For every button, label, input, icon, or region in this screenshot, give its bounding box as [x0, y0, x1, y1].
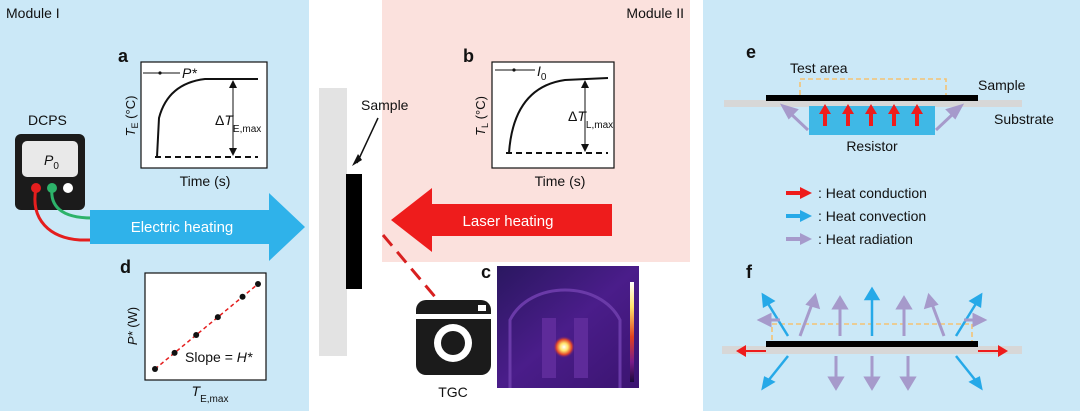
panel-e-letter: e [746, 42, 756, 62]
legend-conduction: : Heat conduction [786, 185, 927, 201]
radiation-arrows-f [756, 292, 988, 391]
panel-d-plot: Slope = H* P* (W) TE,max [125, 272, 267, 405]
panel-d-point [193, 332, 200, 338]
panel-a-arrowhead-bottom [229, 148, 237, 156]
module2-title: Module II [626, 5, 684, 21]
svg-text:: Heat conduction: : Heat conduction [818, 185, 927, 201]
panel-a-plot: P* ΔTE,max TE (°C) Time (s) [123, 61, 268, 189]
thermal-holder-2 [574, 318, 588, 378]
panel-d-point [255, 281, 261, 287]
panel-f-diagram [722, 286, 1022, 391]
panel-d-fit-line [154, 283, 259, 370]
sample-bar-f [766, 341, 978, 347]
dcps-display [22, 141, 78, 177]
panel-a-legend-text: P* [182, 65, 197, 81]
legend-convection: : Heat convection [786, 208, 926, 224]
panel-d-point [152, 366, 158, 372]
panel-d-slope-text: Slope = H* [185, 349, 253, 365]
test-area-label: Test area [790, 60, 848, 76]
camera-top-band [416, 314, 491, 319]
laser-heating-arrow [391, 188, 612, 252]
sample-strip [346, 174, 362, 289]
dcps-terminal-white [63, 183, 73, 193]
panel-b-arrowhead-top [581, 80, 589, 88]
sample-pointer [356, 117, 379, 164]
panel-d-points [152, 281, 261, 372]
panel-b-legend-text: I0 [537, 63, 547, 83]
panel-b-legend-marker [512, 68, 516, 72]
conduction-arrows-f [736, 345, 1008, 357]
camera-lens [441, 331, 465, 355]
panel-c-letter: c [481, 262, 491, 282]
thermal-hotspot [553, 336, 575, 358]
substrate-label: Substrate [994, 111, 1054, 127]
conduction-arrows [819, 104, 923, 126]
legend: : Heat conduction : Heat convection : He… [786, 185, 927, 247]
panel-b-letter: b [463, 46, 474, 66]
panel-d-letter: d [120, 257, 131, 277]
sample-holder [319, 88, 347, 356]
dcps-display-text: P0 [44, 152, 59, 172]
camera-icon [416, 300, 491, 375]
panel-a-legend-marker [158, 71, 162, 75]
laser-heating-label: Laser heating [463, 213, 554, 230]
svg-text:: Heat radiation: : Heat radiation [818, 231, 913, 247]
electric-heating-arrow [90, 193, 305, 261]
dcps-device: P0 [15, 134, 93, 242]
panel-a-letter: a [118, 46, 129, 66]
panel-d-point [214, 314, 221, 321]
thermal-chamber-arch [508, 288, 622, 388]
dcps-wire-red [33, 187, 92, 242]
dcps-terminal-red [31, 183, 41, 193]
legend-convection-label: Heat convection [826, 208, 926, 224]
thermal-image [497, 266, 639, 388]
panel-a-curve [156, 78, 258, 158]
thermal-holder [542, 318, 556, 378]
panel-b-annotation: ΔTL,max [568, 108, 613, 131]
laser-beam [381, 234, 438, 299]
sample-label: Sample [361, 97, 409, 113]
panel-b-plot: I0 ΔTL,max TL (°C) Time (s) [473, 61, 615, 189]
thermal-scale-bar [630, 282, 634, 382]
panel-b-curve [508, 77, 609, 154]
svg-text:: Heat convection: : Heat convection [818, 208, 926, 224]
legend-conduction-label: Heat conduction [826, 185, 927, 201]
camera-flash [478, 305, 486, 311]
thermal-image-bg [497, 266, 639, 388]
panel-d-point [239, 293, 246, 300]
panel-d-x-axis: TE,max [192, 383, 229, 405]
sample-bar [766, 95, 978, 101]
resistor-label: Resistor [846, 138, 898, 154]
panel-a-arrowhead-top [229, 80, 237, 88]
legend-radiation-label: Heat radiation [826, 231, 913, 247]
dcps-title: DCPS [28, 112, 67, 128]
panel-b-y-axis: TL (°C) [473, 96, 490, 136]
camera-label: TGC [438, 384, 468, 400]
substrate-bar [724, 100, 1022, 107]
panel-a-x-axis: Time (s) [180, 173, 231, 189]
sample-label-e: Sample [978, 77, 1026, 93]
substrate-bar-f [722, 346, 1022, 354]
convection-arrows-f [761, 286, 983, 391]
panel-a-y-axis: TE (°C) [123, 96, 140, 137]
electric-heating-label: Electric heating [131, 219, 234, 236]
sample-pointer-head [352, 154, 362, 166]
legend-radiation: : Heat radiation [786, 231, 913, 247]
module1-title: Module I [6, 5, 60, 21]
panel-b-arrowhead-bottom [581, 144, 589, 152]
dcps-terminal-green [47, 183, 57, 193]
radiation-arrows-e [779, 103, 965, 132]
panel-e-diagram: Test area Sample Substrate Resistor [724, 60, 1054, 154]
panel-a-annotation: ΔTE,max [215, 112, 261, 135]
panel-d-y-axis: P* (W) [125, 307, 140, 345]
panel-b-x-axis: Time (s) [535, 173, 586, 189]
panel-f-letter: f [746, 262, 753, 282]
panel-d-point [171, 349, 178, 356]
